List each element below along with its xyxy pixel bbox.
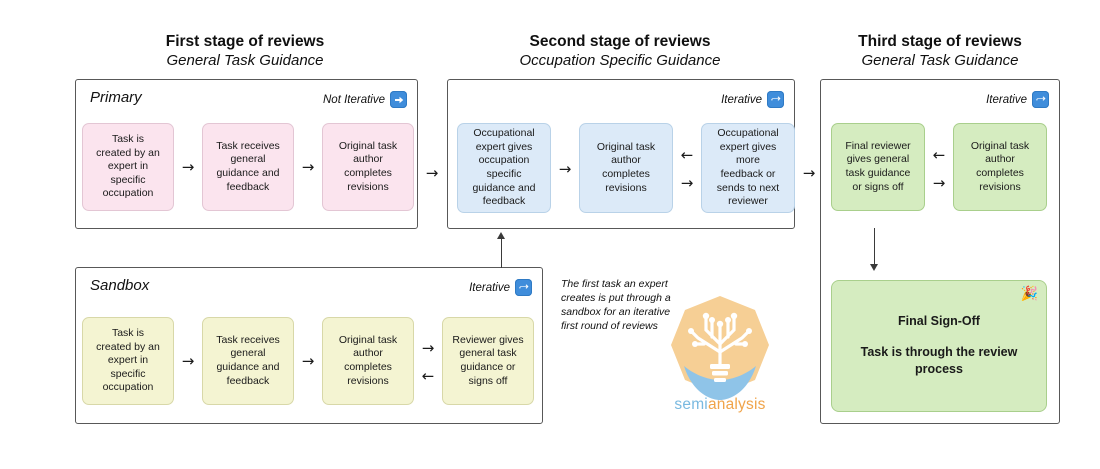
group-sandbox: Sandbox Iterative Task is created by an … xyxy=(75,267,543,424)
arrow-left: ← xyxy=(680,146,694,164)
sandbox-note: The first task an expert creates is put … xyxy=(561,278,671,332)
stage-subtitle: General Task Guidance xyxy=(861,51,1019,69)
node-second-2: Original task author completes revisions xyxy=(579,123,673,213)
node-sandbox-4: Reviewer gives general task guidance or … xyxy=(442,317,534,405)
group-title-primary: Primary xyxy=(90,89,142,106)
group-third-stage: Iterative Final reviewer gives general t… xyxy=(820,79,1060,424)
arrow-right-icon xyxy=(390,91,407,108)
node-primary-2: Task receives general guidance and feedb… xyxy=(202,123,294,211)
group-second-stage: Iterative Occupational expert gives occu… xyxy=(447,79,795,229)
arrow-right: → xyxy=(301,352,315,370)
logo-mark-icon xyxy=(671,296,769,400)
badge-label: Iterative xyxy=(721,93,762,106)
final-signoff-title: Final Sign-Off xyxy=(898,314,980,329)
badge-not-iterative: Not Iterative xyxy=(323,91,407,108)
node-sandbox-1: Task is created by an expert in specific… xyxy=(82,317,174,405)
connector-sandbox-to-second xyxy=(501,238,503,268)
logo-word-analysis: analysis xyxy=(707,396,766,413)
node-sandbox-3: Original task author completes revisions xyxy=(322,317,414,405)
repeat-icon xyxy=(1032,91,1049,108)
node-primary-3: Original task author completes revisions xyxy=(322,123,414,211)
stage-title: Third stage of reviews xyxy=(858,33,1022,50)
arrow-right: → xyxy=(301,158,315,176)
arrow-right: → xyxy=(932,174,946,192)
arrow-left: ← xyxy=(421,367,435,385)
arrow-right: → xyxy=(181,158,195,176)
final-signoff-box: 🎉 Final Sign-Off Task is through the rev… xyxy=(831,280,1047,412)
arrow-second-to-third: → xyxy=(802,164,816,182)
node-third-2: Original task author completes revisions xyxy=(953,123,1047,211)
arrow-right: → xyxy=(680,174,694,192)
logo-wordmark: semianalysis xyxy=(660,396,780,414)
node-second-3: Occupational expert gives more feedback … xyxy=(701,123,795,213)
repeat-icon xyxy=(767,91,784,108)
stage-subtitle: General Task Guidance xyxy=(166,51,324,69)
badge-iterative-third: Iterative xyxy=(986,91,1049,108)
badge-label: Iterative xyxy=(469,281,510,294)
connector-to-final-signoff xyxy=(874,228,876,266)
group-primary: Primary Not Iterative Task is created by… xyxy=(75,79,418,229)
arrow-right: → xyxy=(181,352,195,370)
repeat-icon xyxy=(515,279,532,296)
arrow-right: → xyxy=(558,160,572,178)
party-popper-icon: 🎉 xyxy=(1020,285,1038,301)
node-primary-1: Task is created by an expert in specific… xyxy=(82,123,174,211)
arrow-right: → xyxy=(421,339,435,357)
stage-title: First stage of reviews xyxy=(165,33,325,50)
badge-label: Iterative xyxy=(986,93,1027,106)
stage-heading-second: Second stage of reviews Occupation Speci… xyxy=(445,33,795,70)
arrow-down-head-icon xyxy=(870,264,878,271)
arrow-primary-to-second: → xyxy=(425,164,439,182)
semianalysis-logo: semianalysis xyxy=(660,292,780,422)
badge-iterative-sandbox: Iterative xyxy=(469,279,532,296)
logo-word-semi: semi xyxy=(674,396,708,413)
stage-heading-third: Third stage of reviews General Task Guid… xyxy=(820,33,1060,70)
arrow-left: ← xyxy=(932,146,946,164)
arrow-up-head-icon xyxy=(497,232,505,239)
stage-heading-first: First stage of reviews General Task Guid… xyxy=(75,33,415,70)
node-second-1: Occupational expert gives occupation spe… xyxy=(457,123,551,213)
badge-iterative-second: Iterative xyxy=(721,91,784,108)
stage-title: Second stage of reviews xyxy=(529,33,711,50)
final-signoff-text: Task is through the review process xyxy=(860,345,1018,376)
node-third-1: Final reviewer gives general task guidan… xyxy=(831,123,925,211)
badge-label: Not Iterative xyxy=(323,93,385,106)
node-sandbox-2: Task receives general guidance and feedb… xyxy=(202,317,294,405)
group-title-sandbox: Sandbox xyxy=(90,277,150,294)
stage-subtitle: Occupation Specific Guidance xyxy=(519,51,721,69)
